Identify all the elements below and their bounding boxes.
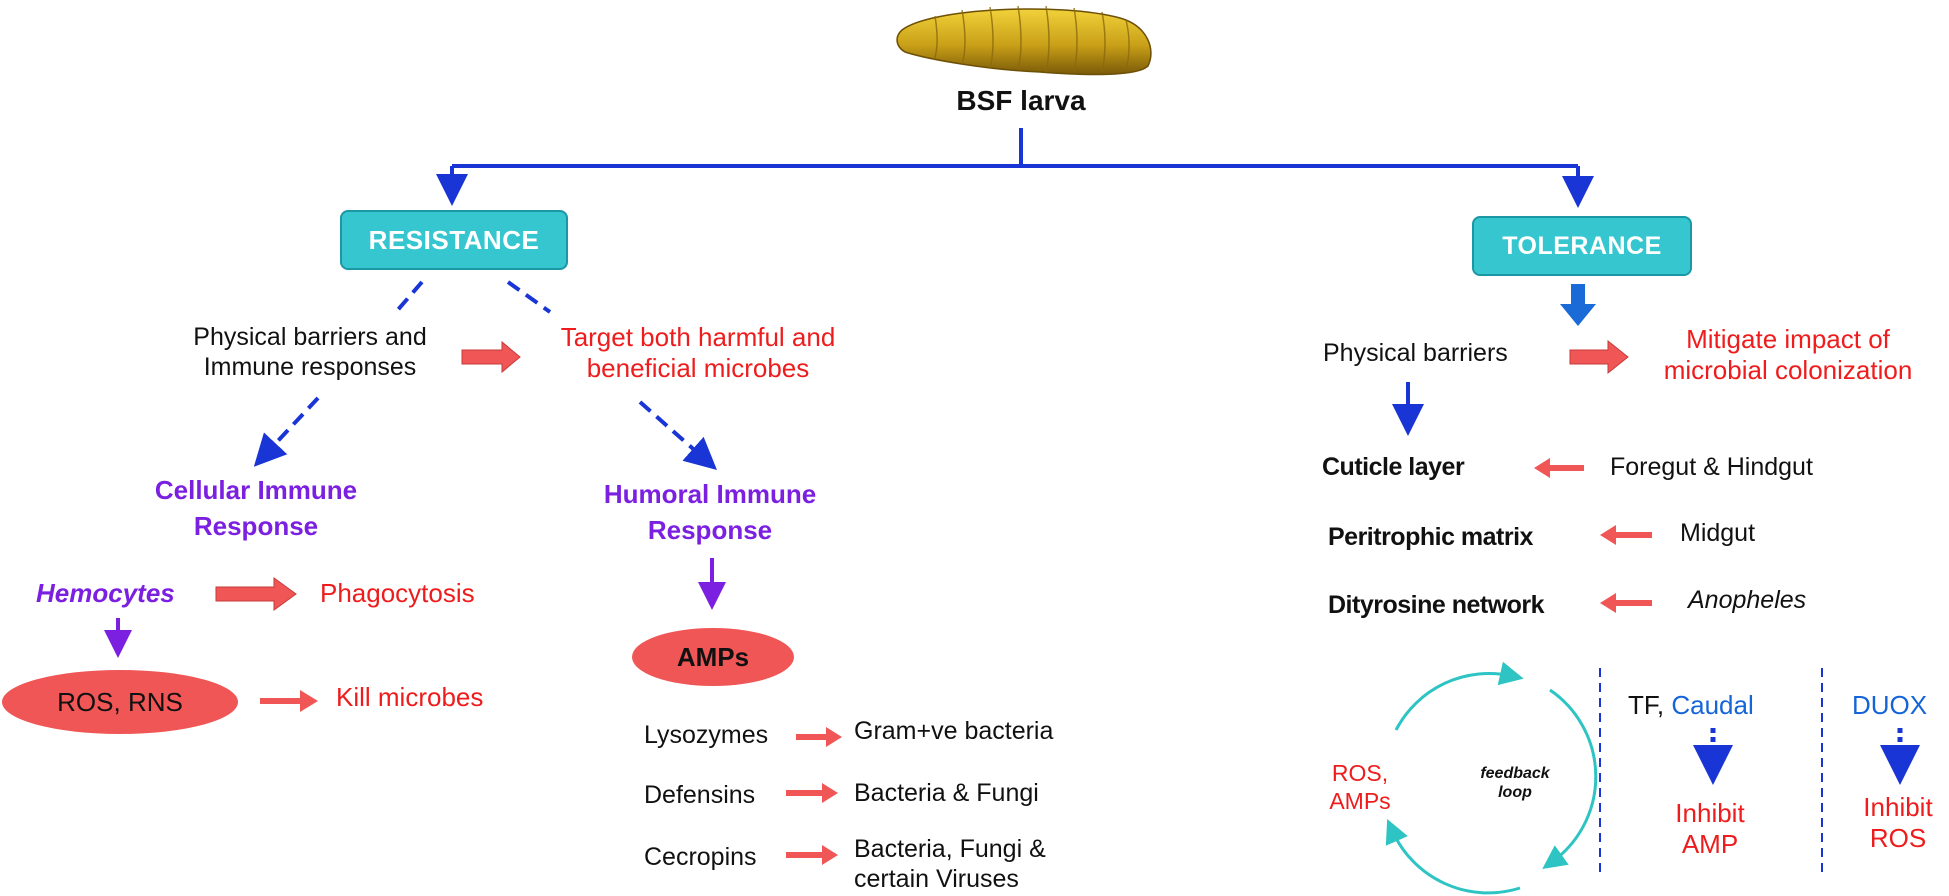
tf-caudal-label: TF, Caudal bbox=[1628, 690, 1754, 721]
barrier-source: Midgut bbox=[1680, 519, 1756, 547]
resistance-target-line: beneficial microbes bbox=[586, 353, 810, 384]
humoral-title-line: Response bbox=[647, 515, 773, 546]
amp-row-name: Lysozymes bbox=[644, 721, 769, 749]
amp-row-target: Gram+ve bacteria bbox=[854, 717, 1054, 745]
tolerance-mitigate-line: Mitigate impact of bbox=[1686, 324, 1890, 354]
loop-right-line: feedback bbox=[1480, 765, 1550, 782]
inhibit-amp-label: Inhibit AMP bbox=[1660, 798, 1760, 860]
humoral-title-line: Humoral Immune bbox=[603, 479, 817, 509]
amp-row-name: Cecropins bbox=[644, 843, 757, 871]
barrier-name: Dityrosine network bbox=[1328, 591, 1545, 619]
dashed-divider bbox=[1599, 668, 1823, 878]
tf-prefix: TF, bbox=[1628, 690, 1672, 720]
tolerance-mitigate: Mitigate impact of microbial colonizatio… bbox=[1630, 324, 1946, 386]
humoral-immune-title: Humoral Immune Response bbox=[570, 476, 850, 549]
loop-left-line: AMPs bbox=[1329, 787, 1391, 814]
barrier-name: Peritrophic matrix bbox=[1328, 523, 1533, 551]
phagocytosis-label: Phagocytosis bbox=[320, 578, 475, 608]
purple-arrow bbox=[104, 558, 726, 658]
amps-ellipse: AMPs bbox=[632, 628, 794, 686]
blue-dashed-arrow bbox=[253, 280, 717, 470]
amp-row-target-line: certain Viruses bbox=[854, 865, 1019, 893]
barrier-source: Anopheles bbox=[1688, 586, 1807, 614]
larva-image bbox=[896, 5, 1152, 76]
barrier-source: Foregut & Hindgut bbox=[1610, 453, 1813, 481]
feedback-loop-label: feedback loop bbox=[1460, 764, 1570, 802]
inhibit-ros-line: Inhibit bbox=[1863, 792, 1933, 822]
amp-row-target: Bacteria & Fungi bbox=[854, 779, 1039, 807]
loop-right-line: loop bbox=[1498, 784, 1532, 802]
inhibit-ros-line: ROS bbox=[1869, 823, 1927, 854]
ros-rns-ellipse: ROS, RNS bbox=[2, 670, 238, 734]
resistance-target: Target both harmful and beneficial micro… bbox=[528, 322, 868, 384]
cellular-immune-title: Cellular Immune Response bbox=[116, 472, 396, 545]
diagram-title: BSF larva bbox=[956, 85, 1086, 116]
kill-microbes-label: Kill microbes bbox=[336, 682, 484, 712]
inhibit-amp-line: AMP bbox=[1681, 829, 1739, 860]
duox-label: DUOX bbox=[1852, 690, 1928, 720]
red-block-arrow bbox=[215, 339, 1629, 611]
red-thin-arrow bbox=[260, 458, 1652, 865]
inhibit-ros-label: Inhibit ROS bbox=[1852, 792, 1944, 854]
resistance-target-line: Target both harmful and bbox=[560, 322, 836, 352]
amp-row-name: Defensins bbox=[644, 781, 756, 809]
barrier-name: Cuticle layer bbox=[1322, 453, 1465, 481]
cellular-title-line: Cellular Immune bbox=[154, 475, 358, 505]
tolerance-barriers: Physical barriers bbox=[1323, 339, 1508, 367]
feedback-loop-circle bbox=[1385, 661, 1598, 895]
cellular-title-line: Response bbox=[193, 511, 319, 542]
hemocytes-label: Hemocytes bbox=[36, 578, 175, 608]
tolerance-mitigate-line: microbial colonization bbox=[1663, 355, 1913, 386]
resistance-mechanism-line: Physical barriers and bbox=[193, 323, 427, 351]
caudal-name: Caudal bbox=[1671, 690, 1754, 720]
resistance-box: RESISTANCE bbox=[340, 210, 568, 270]
amp-row-target: Bacteria, Fungi & certain Viruses bbox=[854, 834, 1046, 894]
amp-row-target-line: Bacteria, Fungi & bbox=[854, 835, 1046, 863]
inhibit-amp-line: Inhibit bbox=[1675, 798, 1745, 828]
loop-left-line: ROS, bbox=[1331, 760, 1389, 786]
resistance-mechanism-line: Immune responses bbox=[203, 353, 417, 381]
loop-ros-amps-label: ROS, AMPs bbox=[1320, 760, 1400, 815]
blue-dotted-arrow bbox=[1693, 728, 1920, 785]
top-tree-connector bbox=[436, 128, 1594, 208]
resistance-mechanism: Physical barriers and Immune responses bbox=[160, 322, 460, 382]
blue-block-arrow bbox=[1560, 284, 1596, 326]
tolerance-box: TOLERANCE bbox=[1472, 216, 1692, 276]
